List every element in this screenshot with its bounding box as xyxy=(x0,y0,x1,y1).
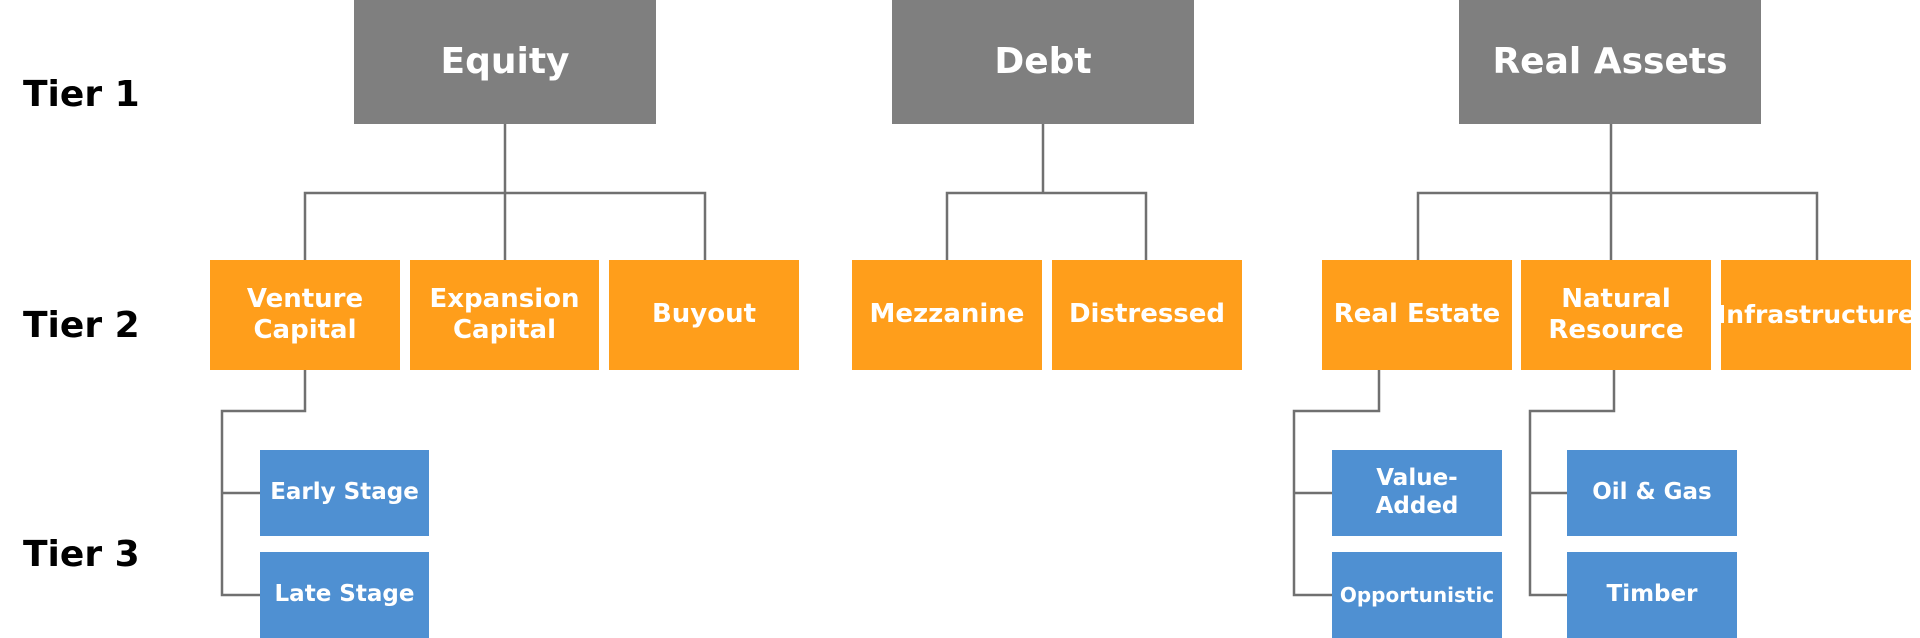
real-assets-connector xyxy=(1416,124,1819,260)
tier1-label: Equity xyxy=(440,41,570,83)
tier3-label: Value- Added xyxy=(1375,465,1459,519)
tier-1-label: Tier 1 xyxy=(23,74,140,115)
tier2-label: Buyout xyxy=(651,299,757,330)
tier2-label: Real Estate xyxy=(1333,299,1501,330)
venture-capital-connector xyxy=(220,370,307,597)
tier2-box-buyout: Buyout xyxy=(609,260,799,370)
tier3-label: Oil & Gas xyxy=(1592,479,1712,506)
tier3-box-opportunistic: Opportunistic xyxy=(1332,552,1502,638)
tier3-label: Opportunistic xyxy=(1339,583,1495,607)
tier2-box-infrastructure: Infrastructure xyxy=(1717,260,1915,370)
equity-connector xyxy=(303,124,707,260)
tier3-box-timber: Timber xyxy=(1567,552,1737,638)
tier2-label: Venture Capital xyxy=(246,283,364,345)
tier3-box-oil-gas: Oil & Gas xyxy=(1567,450,1737,536)
tier2-box-mezzanine: Mezzanine xyxy=(852,260,1042,370)
tier2-box-real-estate: Real Estate xyxy=(1322,260,1512,370)
tier2-label: Mezzanine xyxy=(869,299,1025,330)
tier2-label: Infrastructure xyxy=(1717,300,1915,329)
tier2-box-natural-resource: Natural Resource xyxy=(1521,260,1711,370)
tier3-box-early-stage: Early Stage xyxy=(260,450,429,536)
tier3-label: Late Stage xyxy=(274,581,415,608)
tier1-box-equity: Equity xyxy=(354,0,656,124)
tier-2-label: Tier 2 xyxy=(23,305,140,346)
tier2-label: Expansion Capital xyxy=(429,283,580,345)
tier1-label: Debt xyxy=(994,41,1092,83)
tier2-box-expansion-capital: Expansion Capital xyxy=(410,260,599,370)
tier3-box-late-stage: Late Stage xyxy=(260,552,429,638)
tier2-label: Natural Resource xyxy=(1548,283,1684,345)
tier-3-label: Tier 3 xyxy=(23,534,140,575)
tier2-box-venture-capital: Venture Capital xyxy=(210,260,400,370)
tier2-label: Distressed xyxy=(1068,299,1226,330)
tier3-label: Early Stage xyxy=(270,479,419,506)
natural-resource-connector xyxy=(1528,370,1616,597)
debt-connector xyxy=(945,124,1148,260)
tier3-label: Timber xyxy=(1606,581,1698,608)
tier3-box-value-added: Value- Added xyxy=(1332,450,1502,536)
tier2-box-distressed: Distressed xyxy=(1052,260,1242,370)
real-estate-connector xyxy=(1292,370,1381,597)
tier1-box-debt: Debt xyxy=(892,0,1194,124)
tier1-box-real-assets: Real Assets xyxy=(1459,0,1761,124)
tier1-label: Real Assets xyxy=(1492,41,1728,83)
